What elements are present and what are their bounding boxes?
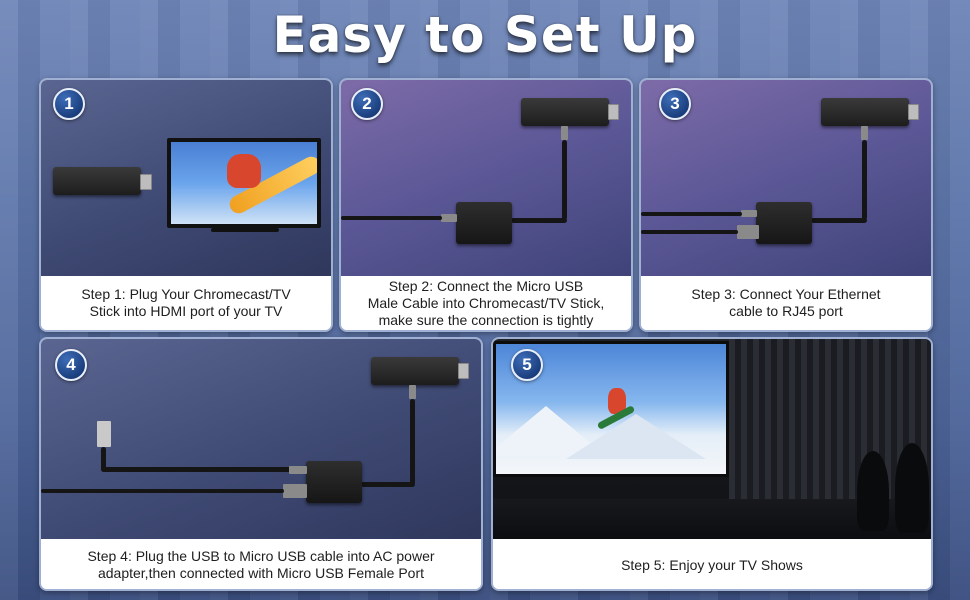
micro-usb-male-plug [289, 466, 307, 474]
skier [608, 388, 626, 414]
usb-a-plug [97, 421, 111, 447]
power-cable [341, 216, 442, 220]
tv-stand [211, 228, 279, 232]
step-4-panel: Step 4: Plug the USB to Micro USB cable … [39, 337, 483, 591]
step-4-illustration [41, 339, 481, 539]
micro-usb-cable [811, 218, 867, 223]
step-5-badge: 5 [511, 349, 543, 381]
tv-stick [53, 167, 141, 195]
step-3-illustration [641, 80, 931, 276]
step-1-panel: Step 1: Plug Your Chromecast/TV Stick in… [39, 78, 333, 332]
tv-stick [521, 98, 609, 126]
step-5-panel: Step 5: Enjoy your TV Shows 5 [491, 337, 933, 591]
usb-cable [101, 447, 106, 471]
micro-usb-cable [562, 140, 567, 220]
micro-usb-female-port [441, 214, 457, 222]
rj45-plug [737, 225, 759, 239]
ethernet-adapter [306, 461, 362, 503]
tv-stick [821, 98, 909, 126]
micro-usb-cable [410, 399, 415, 485]
micro-usb-plug [409, 385, 416, 399]
hdmi-connector [608, 104, 619, 120]
tv-screen [171, 142, 317, 224]
step-4-caption: Step 4: Plug the USB to Micro USB cable … [41, 541, 481, 589]
step-5-caption: Step 5: Enjoy your TV Shows [493, 541, 931, 589]
step-1-caption: Step 1: Plug Your Chromecast/TV Stick in… [41, 276, 331, 330]
step-1-illustration [41, 80, 331, 276]
micro-usb-plug [561, 126, 568, 140]
mountain [566, 414, 706, 459]
step-2-illustration [341, 80, 631, 276]
snowboarder [227, 154, 261, 188]
step-4-badge: 4 [55, 349, 87, 381]
hdmi-connector [908, 104, 919, 120]
micro-usb-female-port [741, 210, 757, 217]
hdmi-connector [140, 174, 152, 190]
ethernet-adapter [756, 202, 812, 244]
projector-screen [493, 341, 729, 477]
tv-stick [371, 357, 459, 385]
step-3-badge: 3 [659, 88, 691, 120]
micro-usb-cable [862, 140, 867, 220]
step-2-caption: Step 2: Connect the Micro USB Male Cable… [341, 276, 631, 330]
ethernet-cable [41, 489, 284, 493]
micro-usb-cable [511, 218, 567, 223]
viewer [857, 451, 889, 531]
hdmi-connector [458, 363, 469, 379]
step-3-panel: Step 3: Connect Your Ethernet cable to R… [639, 78, 933, 332]
rj45-plug [283, 484, 307, 498]
home-theater-scene [493, 339, 931, 539]
step-3-caption: Step 3: Connect Your Ethernet cable to R… [641, 276, 931, 330]
page-title: Easy to Set Up [272, 6, 698, 64]
power-cable [641, 212, 742, 216]
ethernet-cable [641, 230, 738, 234]
ethernet-adapter [456, 202, 512, 244]
step-2-panel: Step 2: Connect the Micro USB Male Cable… [339, 78, 633, 332]
television [167, 138, 321, 228]
micro-usb-plug [861, 126, 868, 140]
step-2-badge: 2 [351, 88, 383, 120]
viewer [895, 443, 929, 533]
usb-cable [101, 467, 291, 472]
step-1-badge: 1 [53, 88, 85, 120]
micro-usb-cable [361, 482, 415, 487]
